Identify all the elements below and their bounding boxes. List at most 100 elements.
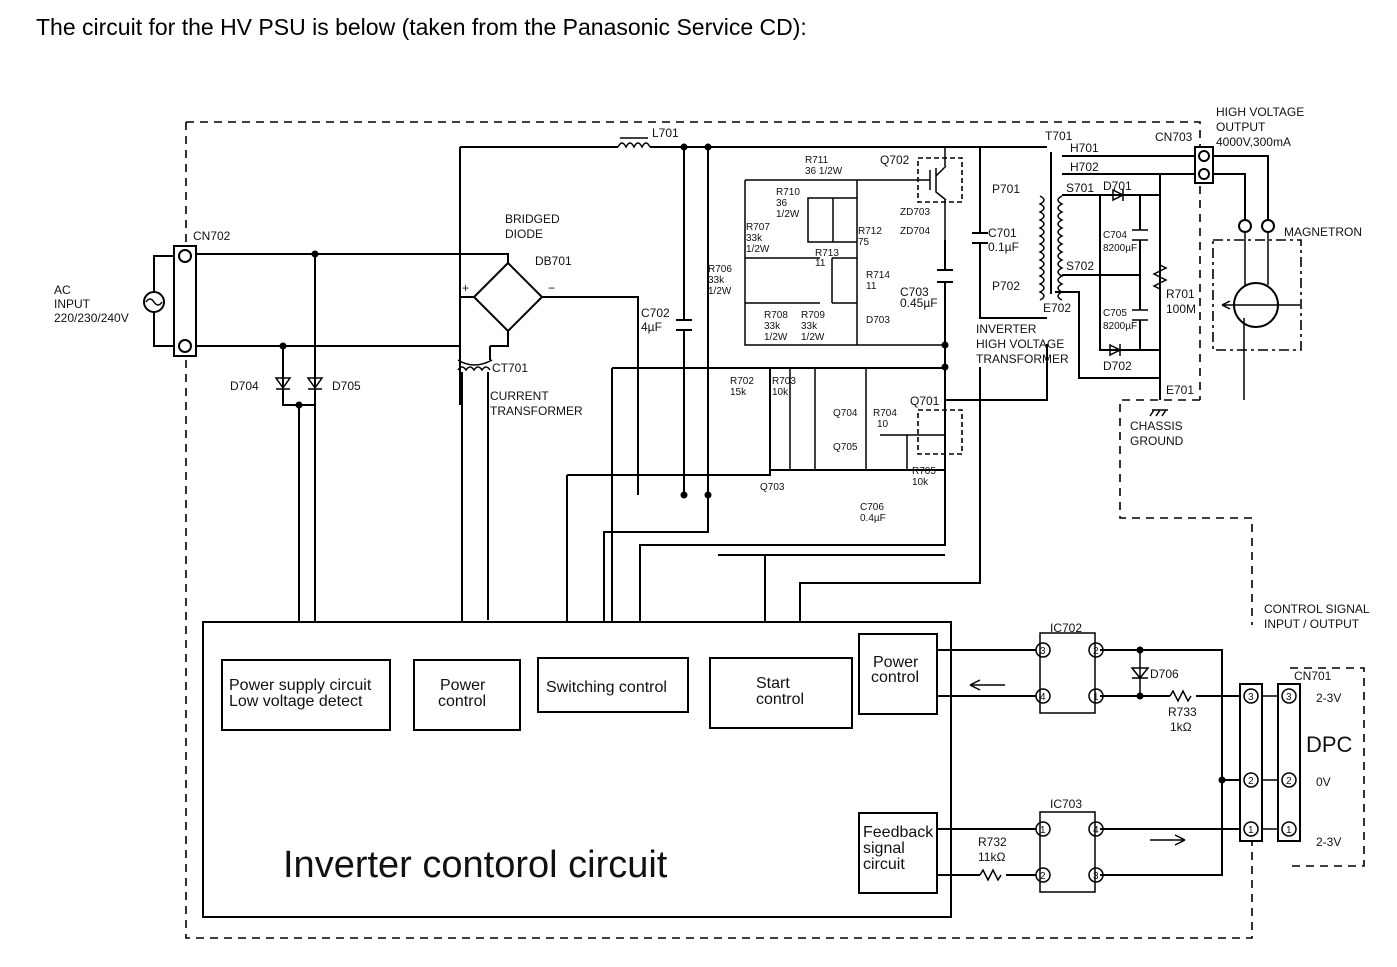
ic702-pin-4: 4 <box>1040 692 1046 703</box>
chassis-ground-label-1: CHASSIS <box>1130 419 1183 433</box>
r709-value: 33k <box>801 321 818 332</box>
magnetron-label: MAGNETRON <box>1284 225 1362 239</box>
block-power-control-1-line2: control <box>438 693 486 710</box>
d706-label: D706 <box>1150 667 1179 681</box>
cn-pin-3a: 3 <box>1248 692 1254 703</box>
ic703-label: IC703 <box>1050 797 1082 811</box>
r704-label: R704 <box>873 408 897 419</box>
db701-label: DB701 <box>535 254 572 268</box>
r706-power: 1/2W <box>708 286 732 297</box>
cn-board-side <box>1239 683 1263 842</box>
r712-value: 75 <box>858 237 870 248</box>
dpc-boundary <box>1290 667 1365 867</box>
hv-output-label-1: HIGH VOLTAGE <box>1216 105 1304 119</box>
ct-label-1: CURRENT <box>490 389 549 403</box>
s701-label: S701 <box>1066 181 1094 195</box>
diagram-title: Inverter contorol circuit <box>283 844 668 886</box>
cn-pin-2a: 2 <box>1248 776 1254 787</box>
r732-value: 11kΩ <box>978 850 1005 864</box>
block-feedback <box>858 812 938 894</box>
block-start-control-line1: Start <box>756 675 790 692</box>
cn703-label: CN703 <box>1155 130 1193 144</box>
bridge-rectifier <box>459 147 639 495</box>
c703-label: C703 <box>900 285 929 299</box>
zd704-label: ZD704 <box>900 226 930 237</box>
l701-label: L701 <box>652 126 679 140</box>
block-switching-control-label: Switching control <box>546 679 667 696</box>
svg-text:−: − <box>548 281 555 295</box>
block-start-control-line2: control <box>756 691 804 708</box>
r713-label: R713 <box>815 248 839 259</box>
r706-label: R706 <box>708 264 732 275</box>
r707-value: 33k <box>746 233 763 244</box>
cn-pin-1b: 1 <box>1286 825 1292 836</box>
block-feedback-line1: Feedback <box>863 824 934 841</box>
r708-value: 33k <box>764 321 781 332</box>
ic703-pin-4: 4 <box>1093 825 1099 836</box>
r708-label: R708 <box>764 310 788 321</box>
hv-output-label-3: 4000V,300mA <box>1216 135 1291 149</box>
r703-value: 10k <box>772 387 789 398</box>
bridge-label-2: DIODE <box>505 227 543 241</box>
block-switching-control <box>537 657 689 713</box>
block-power-supply <box>221 659 391 731</box>
dpc-label: DPC <box>1306 732 1353 757</box>
cn-pin-3b: 3 <box>1286 692 1292 703</box>
r704-value: 10 <box>877 419 889 430</box>
ic703-pin-1: 1 <box>1040 825 1046 836</box>
ic702-pin-3: 3 <box>1040 646 1046 657</box>
ct-label-2: TRANSFORMER <box>490 404 583 418</box>
c706-value: 0.4µF <box>860 513 886 524</box>
block-feedback-line3: circuit <box>863 856 905 873</box>
ic703-pin-2: 2 <box>1040 871 1046 882</box>
c705-label: C705 <box>1103 308 1127 319</box>
pin2-voltage: 0V <box>1316 775 1331 789</box>
c703-value: 0.45µF <box>900 296 938 310</box>
intro-text: The circuit for the HV PSU is below (tak… <box>36 14 807 40</box>
r711-label: R711 <box>805 155 829 166</box>
c701-label: C701 <box>988 226 1017 240</box>
chassis-ground-label-2: GROUND <box>1130 434 1184 448</box>
q705-label: Q705 <box>833 442 858 453</box>
c704-value: 8200µF <box>1103 243 1137 254</box>
c701-value: 0.1µF <box>988 240 1019 254</box>
control-signal-label-2: INPUT / OUTPUT <box>1264 617 1360 631</box>
ct701-label: CT701 <box>492 361 528 375</box>
r709-power: 1/2W <box>801 332 825 343</box>
ic703-pin-3: 3 <box>1093 871 1099 882</box>
r733-label: R733 <box>1168 705 1197 719</box>
e702-label: E702 <box>1043 301 1071 315</box>
r712-label: R712 <box>858 226 882 237</box>
r711-value: 36 1/2W <box>805 166 843 177</box>
d701-label: D701 <box>1103 179 1132 193</box>
r714-label: R714 <box>866 270 890 281</box>
block-start-control <box>709 657 853 729</box>
c706-label: C706 <box>860 502 884 513</box>
q704-label: Q704 <box>833 408 858 419</box>
ic702-pin-2: 2 <box>1093 646 1099 657</box>
block-power-control-2 <box>858 633 938 715</box>
q702-label: Q702 <box>880 153 910 167</box>
d702-label: D702 <box>1103 359 1132 373</box>
cn701-pins: 3 3 2 2 1 1 <box>1243 688 1297 837</box>
block-power-supply-line2: Low voltage detect <box>229 693 363 710</box>
ic702-pin-1: 1 <box>1093 692 1099 703</box>
r706-value: 33k <box>708 275 725 286</box>
d703-label: D703 <box>866 315 890 326</box>
hv-output-label-2: OUTPUT <box>1216 120 1266 134</box>
c705-value: 8200µF <box>1103 321 1137 332</box>
block-power-control-1-line1: Power <box>440 677 486 694</box>
h702-label: H702 <box>1070 160 1099 174</box>
p701-label: P701 <box>992 182 1020 196</box>
q703-label: Q703 <box>760 482 785 493</box>
control-signal-label-1: CONTROL SIGNAL <box>1264 602 1370 616</box>
ac-input-label-2: INPUT <box>54 297 91 311</box>
e701-label: E701 <box>1166 383 1194 397</box>
r714-value: 11 <box>866 281 877 292</box>
block-power-control-2-line2: control <box>871 669 919 686</box>
r707-power: 1/2W <box>746 244 770 255</box>
ac-input-label-3: 220/230/240V <box>54 311 129 325</box>
cn-pin-2b: 2 <box>1286 776 1292 787</box>
transformer-label-3: TRANSFORMER <box>976 352 1069 366</box>
